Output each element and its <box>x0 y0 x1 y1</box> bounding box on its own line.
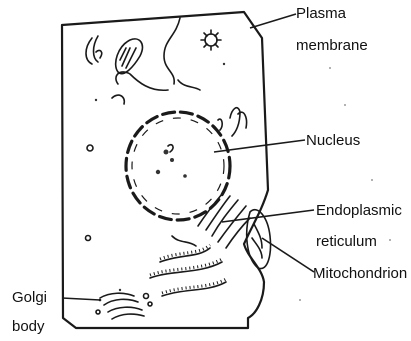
endoplasmic-reticulum-label-line1: Endoplasmic <box>316 202 402 219</box>
plasma-membrane-leader <box>250 14 296 28</box>
cytoplasm-structures <box>86 18 247 136</box>
endoplasmic-reticulum-label-line2: reticulum <box>316 233 377 250</box>
vesicles <box>86 63 226 301</box>
endoplasmic-reticulum-leader <box>222 210 314 222</box>
plasma-membrane-label-line2: membrane <box>296 37 368 54</box>
nucleus-label: Nucleus <box>306 132 360 149</box>
mitochondrion-small <box>116 39 143 74</box>
plasma-membrane-label-line1: Plasma <box>296 5 347 22</box>
golgi-body <box>96 293 152 319</box>
centrosome <box>201 30 221 50</box>
rough-er <box>150 236 226 296</box>
golgi-body-leader <box>62 298 100 300</box>
golgi-body-label-line1: Golgi <box>12 289 47 306</box>
golgi-body-label-line2: body <box>12 318 45 335</box>
mitochondrion-label: Mitochondrion <box>313 265 407 282</box>
